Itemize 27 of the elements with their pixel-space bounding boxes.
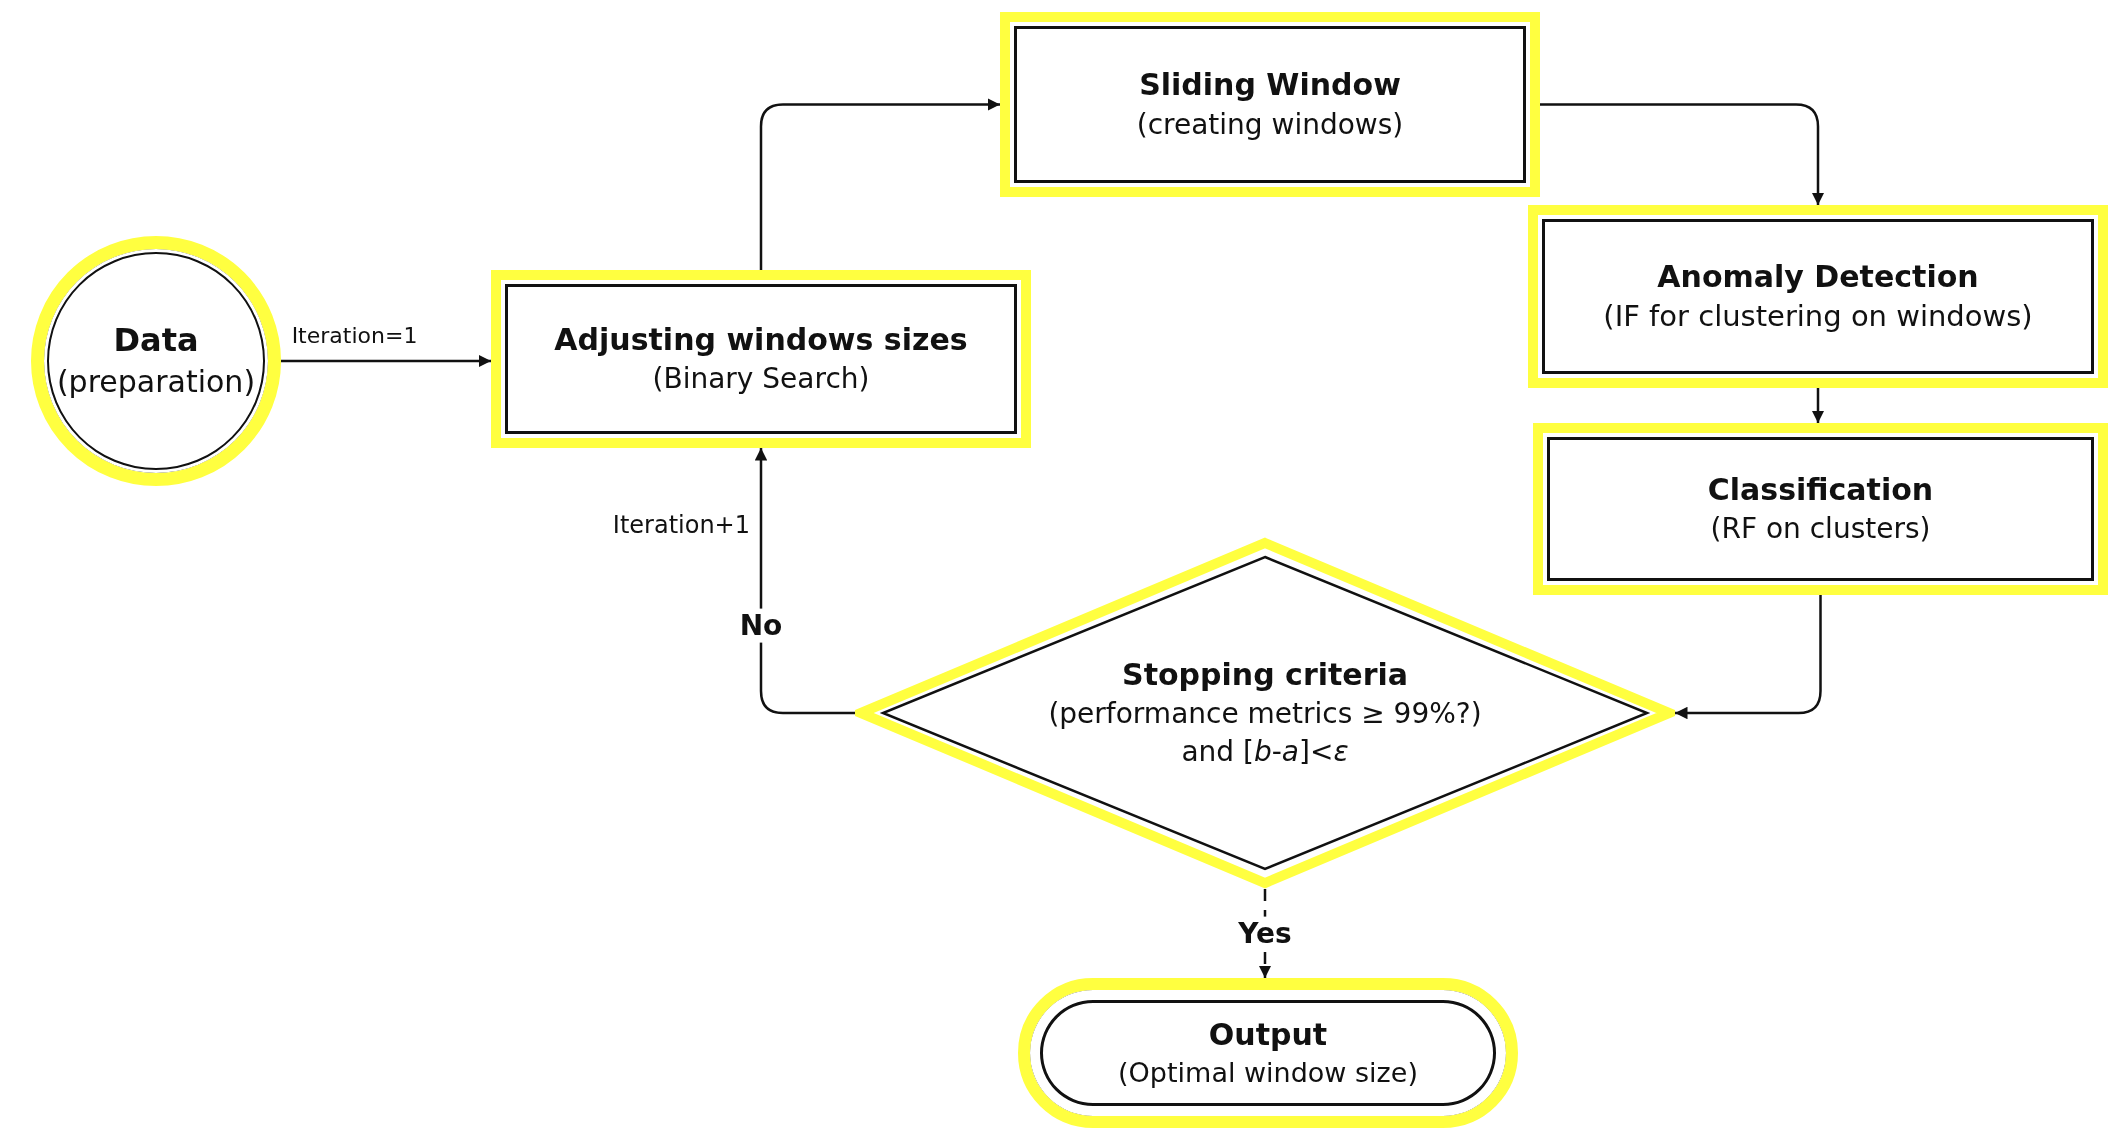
node-subtitle: (IF for clustering on windows) — [1603, 298, 2033, 336]
process-box — [1000, 12, 1540, 197]
node-subtitle: (RF on clusters) — [1710, 511, 1931, 548]
arrow — [1811, 388, 1825, 423]
node-subtitle: (preparation) — [56, 363, 256, 402]
node-subtitle: (Binary Search) — [652, 361, 870, 398]
arrow — [759, 98, 1000, 270]
node-title: Stopping criteria — [1122, 655, 1408, 694]
node-title: Output — [1208, 1015, 1328, 1054]
arrow — [754, 448, 855, 715]
node-subtitle: and [b-a]<ε — [1181, 734, 1349, 771]
node-title: Anomaly Detection — [1657, 257, 1979, 296]
arrow — [281, 354, 491, 368]
node-subtitle: (creating windows) — [1136, 106, 1404, 143]
arrow — [1675, 595, 1822, 720]
node-subtitle: (Optimal window size) — [1118, 1056, 1418, 1091]
node-subtitle: (performance metrics ≥ 99%?) — [1048, 696, 1482, 733]
arrow — [1540, 103, 1825, 205]
node-title: Adjusting windows sizes — [554, 320, 968, 359]
iteration-note: Iteration+1 — [612, 511, 750, 539]
process-box — [1533, 423, 2108, 595]
node-title: Classification — [1707, 470, 1934, 509]
node-title: Data — [113, 320, 199, 362]
node-title: Sliding Window — [1139, 66, 1401, 105]
process-box — [1528, 205, 2108, 388]
process-box — [491, 270, 1031, 448]
decision-diamond — [855, 537, 1675, 889]
